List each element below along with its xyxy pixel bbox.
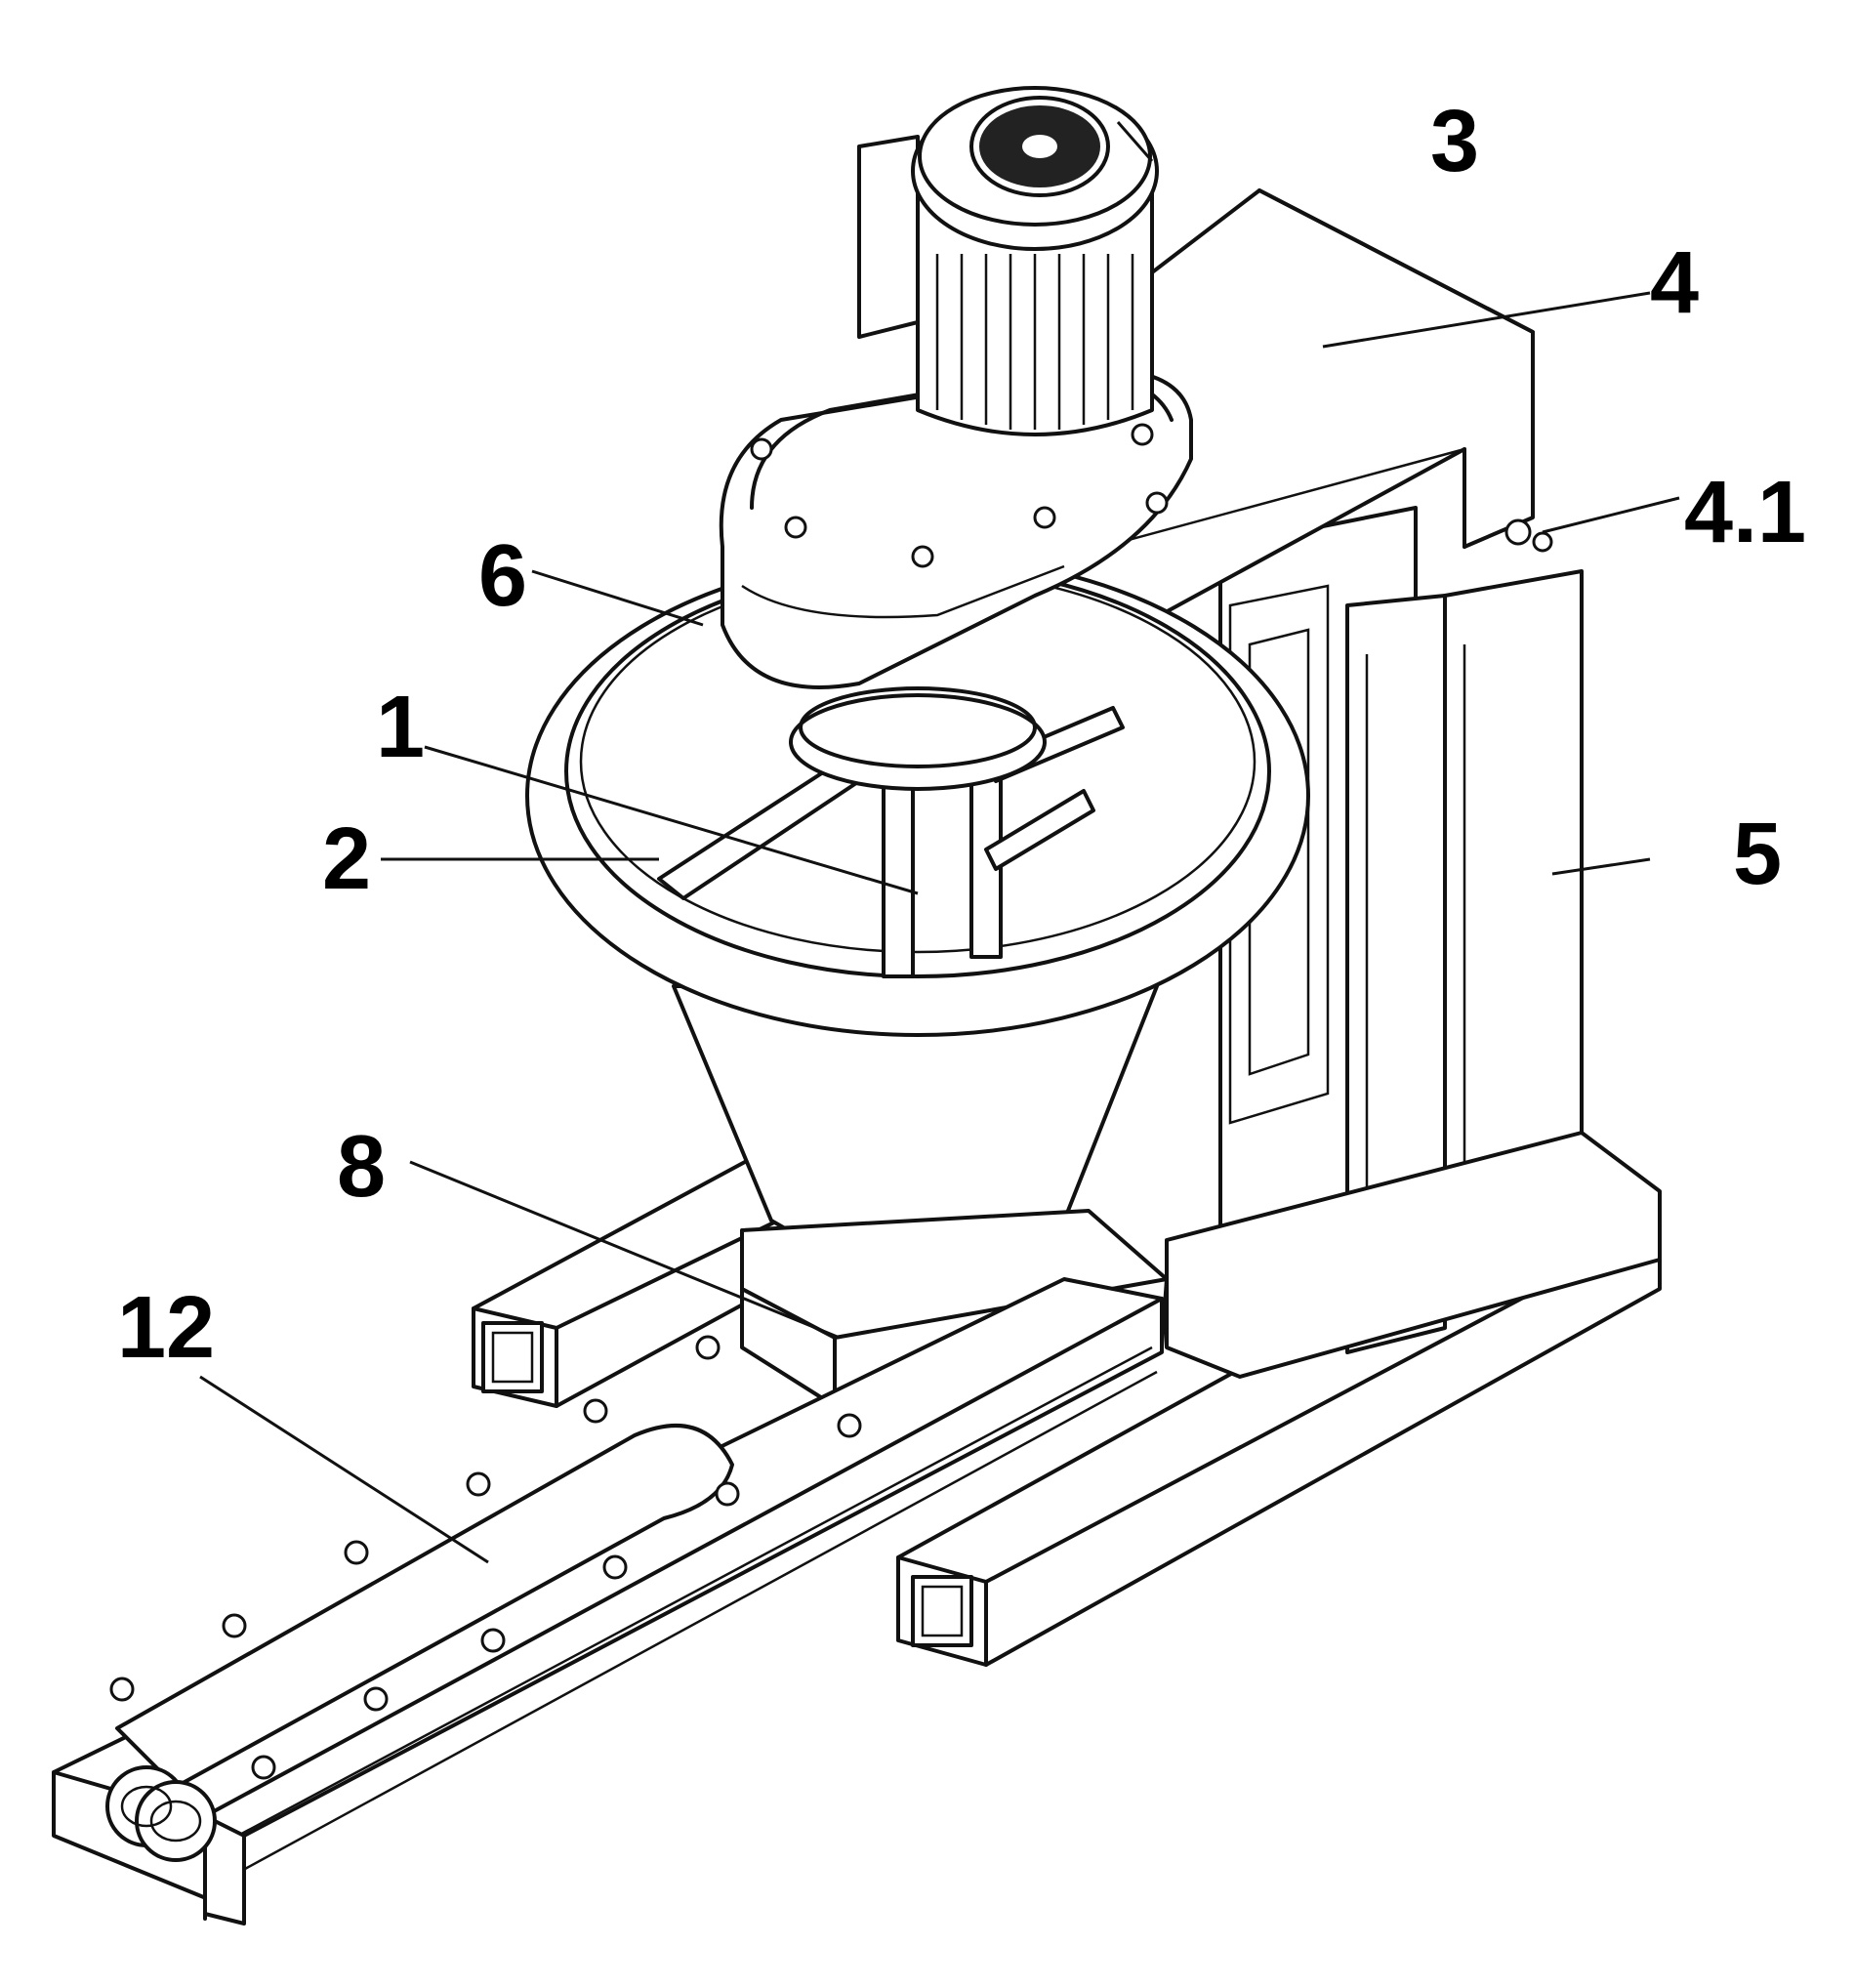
- barrel-bolts: [109, 1335, 862, 1780]
- support-column: [1165, 506, 1662, 1379]
- label-5: 5: [1733, 806, 1782, 903]
- label-8: 8: [337, 1118, 386, 1216]
- label-12: 12: [117, 1279, 215, 1377]
- reference-labels: 3 4 4.1 5 6 1 2 8 12: [117, 93, 1806, 1377]
- hopper: [525, 555, 1310, 1278]
- fan-grille: [979, 105, 1100, 187]
- leader-lines: [199, 121, 1680, 1564]
- label-4-1: 4.1: [1684, 464, 1806, 561]
- extruder-barrel: [52, 1277, 1164, 1926]
- label-4: 4: [1650, 234, 1699, 332]
- motor-cooling-fins: [935, 254, 1134, 430]
- label-1: 1: [376, 679, 425, 776]
- agitator: [657, 686, 1125, 978]
- twin-screw-ends: [105, 1765, 217, 1862]
- clamp: [1504, 518, 1553, 553]
- label-6: 6: [478, 527, 527, 625]
- label-3: 3: [1430, 93, 1479, 190]
- motor: [857, 86, 1159, 436]
- label-2: 2: [322, 810, 371, 908]
